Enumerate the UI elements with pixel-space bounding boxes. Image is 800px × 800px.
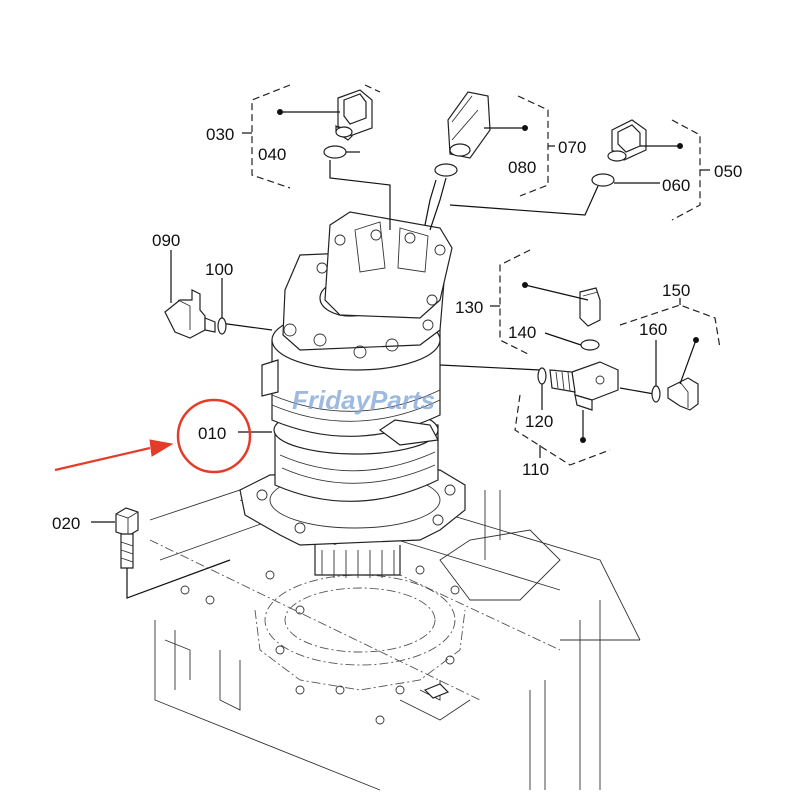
label-070: 070 [558,138,586,157]
seal-160 [651,385,661,403]
leaders-090-100 [170,250,223,318]
group-bracket-030 [251,84,381,189]
group-bracket-130 [499,249,531,356]
elbow-fitting-160 [667,337,699,411]
label-040: 040 [258,145,286,164]
fitting-030 [335,89,373,141]
label-110: 110 [522,460,549,479]
label-090: 090 [152,231,180,250]
label-050: 050 [714,162,742,181]
label-150: 150 [662,281,690,300]
chassis-frame [149,469,641,791]
part-labels: 010 020 030 040 050 060 070 080 090 100 … [52,125,742,533]
label-020: 020 [52,514,80,533]
label-140: 140 [508,323,536,342]
group-bracket-050 [671,119,701,221]
label-060: 060 [662,176,690,195]
o-ring-080 [434,163,458,177]
o-ring-040 [323,145,347,159]
watermark-logo: FridayParts [292,385,435,415]
label-120: 120 [525,412,553,431]
o-ring-060 [591,173,615,187]
group-bracket-150 [619,304,721,349]
leader-140 [544,332,582,346]
fitting-070 [447,91,491,159]
label-080: 080 [508,158,536,177]
elbow-fitting-090 [164,289,216,339]
pointer-arrow-icon [54,446,151,472]
arrow-head-icon [149,439,174,457]
relief-valve-block-110 [549,361,619,443]
plug-130 [522,282,601,327]
highlight-circle [176,398,252,474]
label-130: 130 [455,298,483,317]
swing-motor-assembly [239,211,466,578]
seal-120 [537,367,547,385]
label-030: 030 [206,125,234,144]
fitting-leaders-top [277,109,683,184]
group-bracket-110 [514,394,611,466]
label-010: 010 [198,424,226,443]
group-bracket-070 [517,95,549,197]
label-160: 160 [639,320,667,339]
o-ring-140 [580,339,600,351]
bolt-020 [115,507,231,599]
label-100: 100 [205,260,233,279]
seal-100 [217,317,227,335]
fitting-050 [607,119,647,162]
highlight-annotation [54,398,252,474]
assembly-lines [219,160,661,396]
